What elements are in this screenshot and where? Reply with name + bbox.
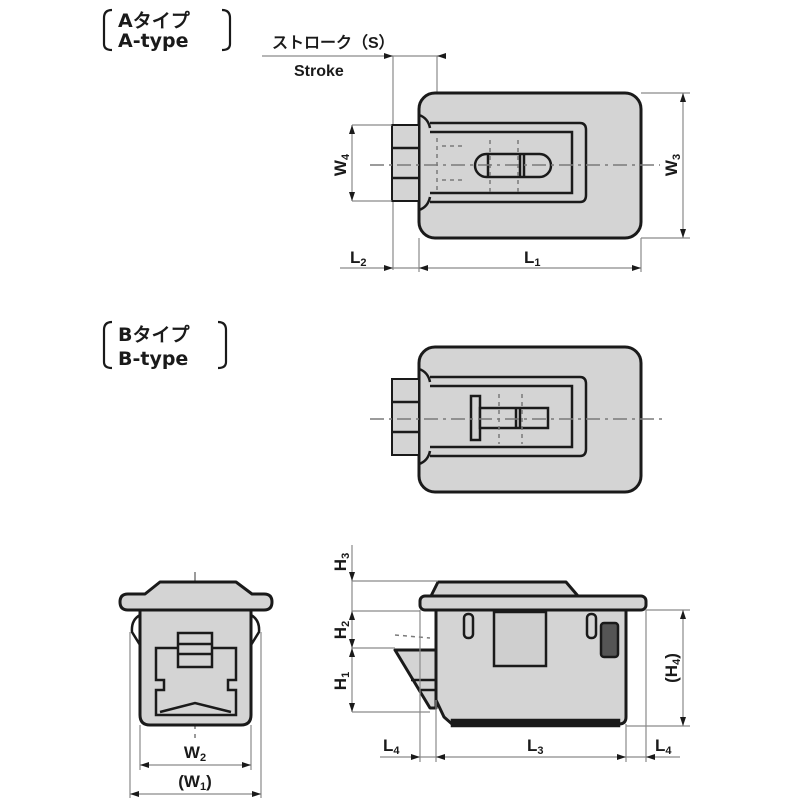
l3-arrow-left [436, 754, 445, 760]
w3-label: W3 [662, 154, 683, 176]
w2-label: W2 [184, 743, 206, 764]
stroke-label-ja: ストローク（S） [272, 34, 395, 52]
h2-arrow-bottom [349, 639, 355, 648]
l3-arrow-right [617, 754, 626, 760]
w1-arrow-right [252, 791, 261, 797]
l4-left-label: L4 [383, 736, 400, 757]
side-slot-right [585, 612, 598, 640]
side-view: H3 H2 H1 (H4) L4 L3 L4 [331, 545, 690, 762]
front-channel [154, 646, 238, 717]
right-bracket [221, 8, 232, 52]
a-type-title-ja: Aタイプ [118, 9, 191, 32]
stroke-arrow-right [437, 53, 446, 59]
front-clip-right [249, 613, 261, 646]
l2-label: L2 [350, 248, 367, 269]
side-slot-left [462, 612, 475, 640]
a-type-top-view: W4 W3 L2 L1 [331, 91, 690, 272]
b-pin-head [469, 394, 482, 442]
b-type-title: Bタイプ B-type [102, 320, 228, 370]
a-slot-fillet-bottom [418, 196, 432, 212]
w2-arrow-right [242, 762, 251, 768]
l3-label: L3 [527, 736, 544, 757]
front-cap [118, 580, 274, 612]
h1-arrow-top [349, 648, 355, 657]
a-slot-fillet-top [418, 113, 432, 129]
side-hidden-line [394, 634, 431, 639]
h2-arrow-top [349, 611, 355, 620]
front-knob [176, 631, 214, 669]
h4-arrow-bottom [680, 717, 686, 726]
w2-arrow-left [140, 762, 149, 768]
h4-arrow-top [680, 610, 686, 619]
w1-label: (W1) [178, 772, 212, 793]
side-window [492, 610, 548, 668]
w3-arrow-bottom [680, 229, 686, 238]
h1-label: H1 [331, 672, 352, 690]
front-clip-left [130, 613, 142, 646]
l4-right-arrow [646, 754, 655, 760]
side-flange [418, 594, 648, 612]
l1-label: L1 [524, 248, 541, 269]
side-latch-indicator [599, 621, 620, 659]
w3-arrow-top [680, 93, 686, 102]
b-pin-shaft [478, 406, 550, 430]
front-channel-bottom [159, 701, 232, 714]
a-type-title-en: A-type [118, 30, 189, 52]
h4-label: (H4) [662, 653, 683, 683]
left-bracket [102, 8, 113, 52]
h3-label: H3 [331, 553, 352, 571]
stroke-label: ストローク（S） Stroke [262, 34, 446, 270]
l1-arrow-right [632, 265, 641, 271]
front-view: W2 (W1) [118, 572, 274, 798]
l1-arrow-left [419, 265, 428, 271]
w4-arrow-top [349, 125, 355, 134]
side-cap-top [429, 580, 580, 598]
b-slot-fillet-bottom [418, 450, 432, 466]
l4-right-label: L4 [655, 736, 672, 757]
left-bracket [102, 320, 113, 370]
a-knob [391, 124, 420, 202]
stroke-arrow-left [384, 53, 393, 59]
l2-arrow [384, 265, 393, 271]
a-inner-slot-inset [430, 130, 574, 195]
w1-arrow-left [130, 791, 139, 797]
stroke-label-en: Stroke [294, 63, 344, 80]
l4-left-arrow [411, 754, 420, 760]
b-type-title-en: B-type [118, 348, 188, 370]
b-knob [391, 378, 420, 456]
side-base [450, 718, 621, 728]
a-type-title: Aタイプ A-type [102, 8, 232, 52]
h2-label: H2 [331, 621, 352, 639]
w4-label: W4 [331, 153, 352, 176]
b-inner-slot-inset [430, 384, 574, 449]
right-bracket [217, 320, 228, 370]
h1-arrow-bottom [349, 703, 355, 712]
w4-arrow-bottom [349, 192, 355, 201]
b-type-top-view [370, 345, 665, 494]
a-inner-slot [430, 121, 588, 204]
h3-arrow [349, 572, 355, 581]
b-type-title-ja: Bタイプ [118, 323, 190, 346]
b-inner-slot [430, 375, 588, 458]
b-slot-fillet-top [418, 367, 432, 383]
